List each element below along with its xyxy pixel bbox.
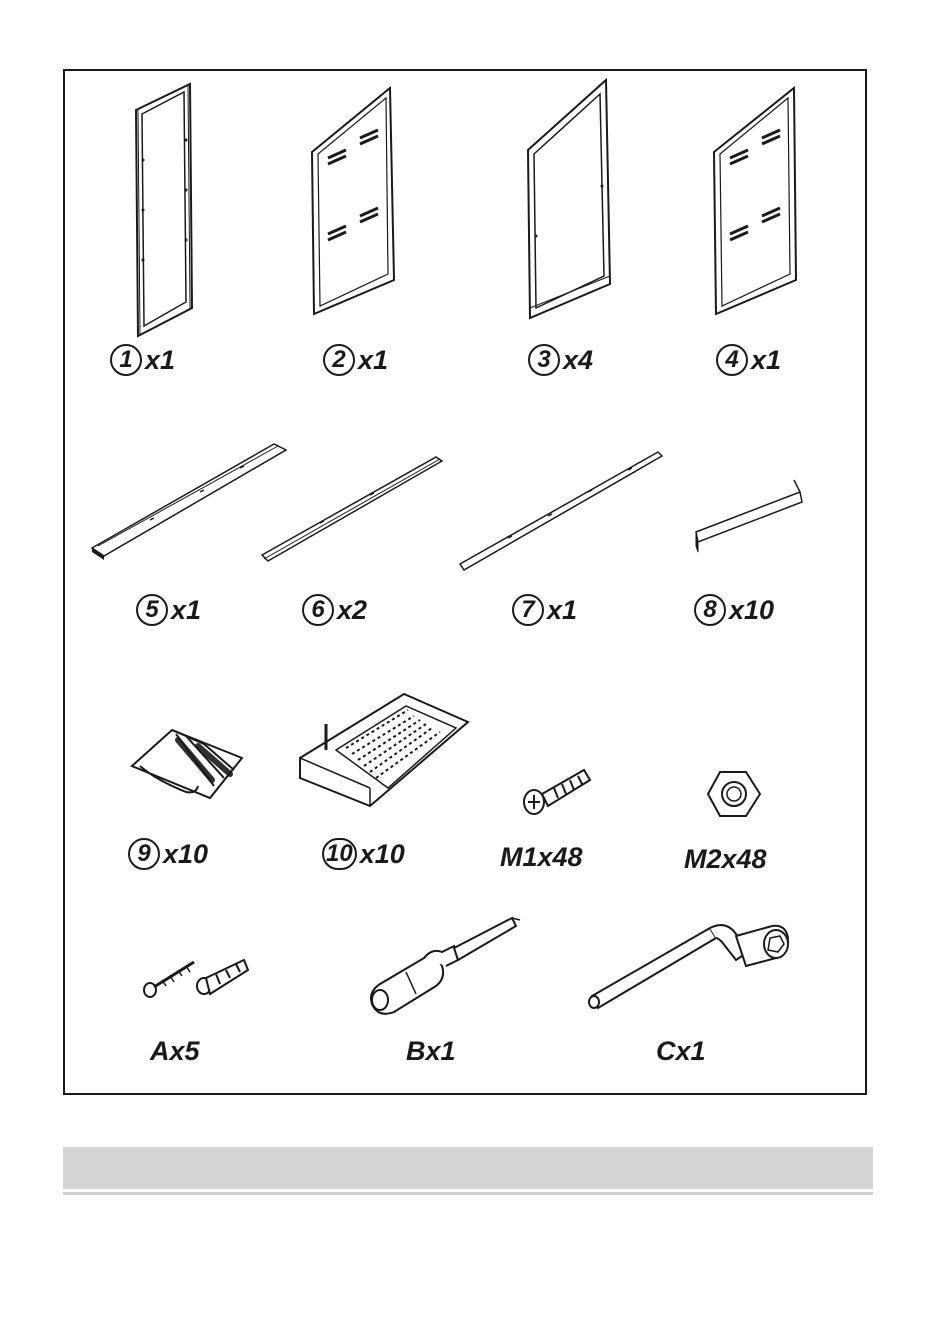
medium-rail-icon	[260, 455, 444, 563]
part-1-number: 1	[110, 344, 142, 376]
hex-wrench-icon	[586, 916, 790, 1012]
slim-rail-icon	[458, 450, 664, 572]
perforated-tray-icon	[296, 688, 472, 812]
part-10-qty: x10	[360, 839, 405, 870]
screwdriver-icon	[366, 914, 522, 1018]
part-4-number: 4	[716, 344, 748, 376]
c-label: Cx1	[656, 1036, 706, 1067]
part-9-qty: x10	[163, 839, 208, 870]
part-10-number: 10	[322, 838, 357, 870]
part-8-qty: x10	[729, 595, 774, 626]
short-angle-bracket-icon	[694, 476, 806, 556]
part-5-number: 5	[136, 594, 168, 626]
part-4-qty: x1	[751, 345, 781, 376]
m2-label: M2x48	[684, 844, 767, 875]
part-2-qty: x1	[358, 345, 388, 376]
part-6-qty: x2	[337, 595, 367, 626]
shoe-holder-clip-icon	[126, 716, 246, 806]
part-6-number: 6	[302, 594, 334, 626]
part-8-number: 8	[694, 594, 726, 626]
part-7-qty: x1	[547, 595, 577, 626]
part-9-number: 9	[128, 838, 160, 870]
m1-label: M1x48	[500, 842, 583, 873]
part-1-qty: x1	[145, 345, 175, 376]
vented-back-panel-icon	[708, 84, 800, 316]
part-3-qty: x4	[563, 345, 593, 376]
wall-screw-and-anchor-icon	[140, 952, 252, 1002]
angled-frame-panel-icon	[520, 76, 616, 320]
part-3-number: 3	[528, 344, 560, 376]
hex-nut-icon	[706, 768, 762, 820]
vented-side-panel-icon	[306, 84, 396, 316]
section-divider	[63, 1192, 873, 1195]
b-label: Bx1	[406, 1036, 456, 1067]
side-frame-panel-icon	[126, 80, 198, 338]
part-5-qty: x1	[171, 595, 201, 626]
a-label: Ax5	[150, 1036, 200, 1067]
part-2-number: 2	[323, 344, 355, 376]
screw-icon	[518, 762, 596, 818]
part-7-number: 7	[512, 594, 544, 626]
section-header-band	[63, 1147, 873, 1189]
